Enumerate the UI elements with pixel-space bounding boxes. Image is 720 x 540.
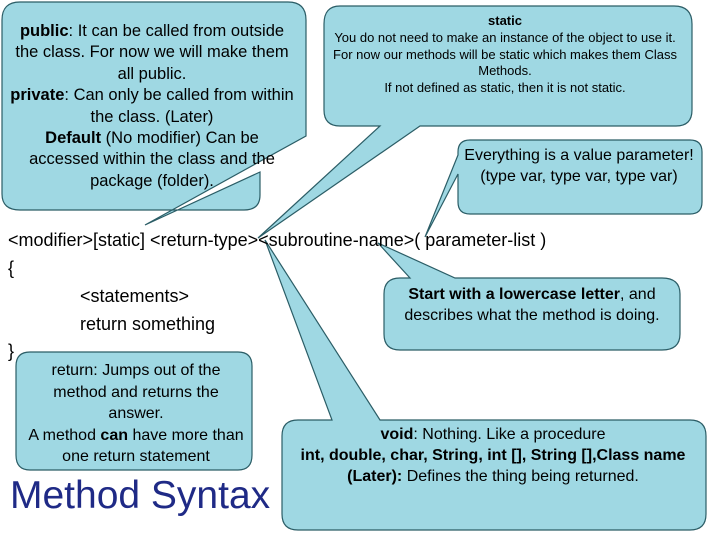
- return-statement: return something: [80, 314, 216, 334]
- return-line-2a: A method: [28, 426, 101, 444]
- return-can-bold: can: [100, 426, 128, 444]
- name-rule-bold: Start with a lowercase letter: [408, 286, 621, 303]
- return-text: return: Jumps out of the method and retu…: [28, 360, 244, 468]
- static-callout: [257, 5, 693, 239]
- name-rule-rest: , and describes what the method is doing…: [404, 286, 660, 324]
- close-brace: }: [8, 341, 15, 361]
- void-keyword: void: [380, 426, 414, 443]
- default-keyword: Default: [45, 129, 102, 148]
- value-parameter-text: Everything is a value parameter! (type v…: [460, 146, 698, 187]
- static-line-3: If not defined as static, then it is not…: [384, 80, 626, 96]
- static-line-1: You do not need to make an instance of t…: [334, 29, 676, 45]
- return-line-1: return: Jumps out of the method and retu…: [51, 362, 221, 422]
- static-heading: static: [488, 13, 522, 28]
- void-callout: [264, 239, 707, 531]
- subroutine-name-callout: [377, 242, 681, 351]
- default-description: (No modifier) Can be accessed within the…: [29, 129, 275, 190]
- value-line-2: (type var, type var, type var): [480, 167, 678, 185]
- value-parameter-callout: [424, 139, 703, 238]
- statements-placeholder: <statements>: [80, 286, 190, 306]
- access-modifier-text: public: It can be called from outside th…: [10, 21, 294, 192]
- access-modifier-callout: [1, 1, 307, 226]
- private-keyword: private: [10, 86, 65, 105]
- value-line-1: Everything is a value parameter!: [464, 147, 694, 164]
- subroutine-name-text: Start with a lowercase letter, and descr…: [388, 284, 676, 326]
- return-types-bold: int, double, char, String, int [], Strin…: [300, 447, 686, 485]
- return-types-description: Defines the thing being returned.: [402, 468, 639, 485]
- method-signature: <modifier>[static] <return-type><subrout…: [8, 230, 547, 250]
- static-line-2: For now our methods will be static which…: [333, 46, 677, 79]
- return-callout: [15, 351, 253, 471]
- public-description: : It can be called from outside the clas…: [15, 22, 289, 83]
- void-description: : Nothing. Like a procedure: [413, 426, 606, 443]
- static-text: static You do not need to make an instan…: [330, 13, 680, 97]
- open-brace: {: [8, 258, 15, 278]
- slide-title: Method Syntax: [10, 474, 271, 517]
- return-line-2b: have more than one return statement: [62, 426, 244, 466]
- private-description: : Can only be called from within the cla…: [64, 86, 294, 126]
- void-text: void: Nothing. Like a procedure int, dou…: [296, 424, 690, 487]
- public-keyword: public: [19, 22, 69, 40]
